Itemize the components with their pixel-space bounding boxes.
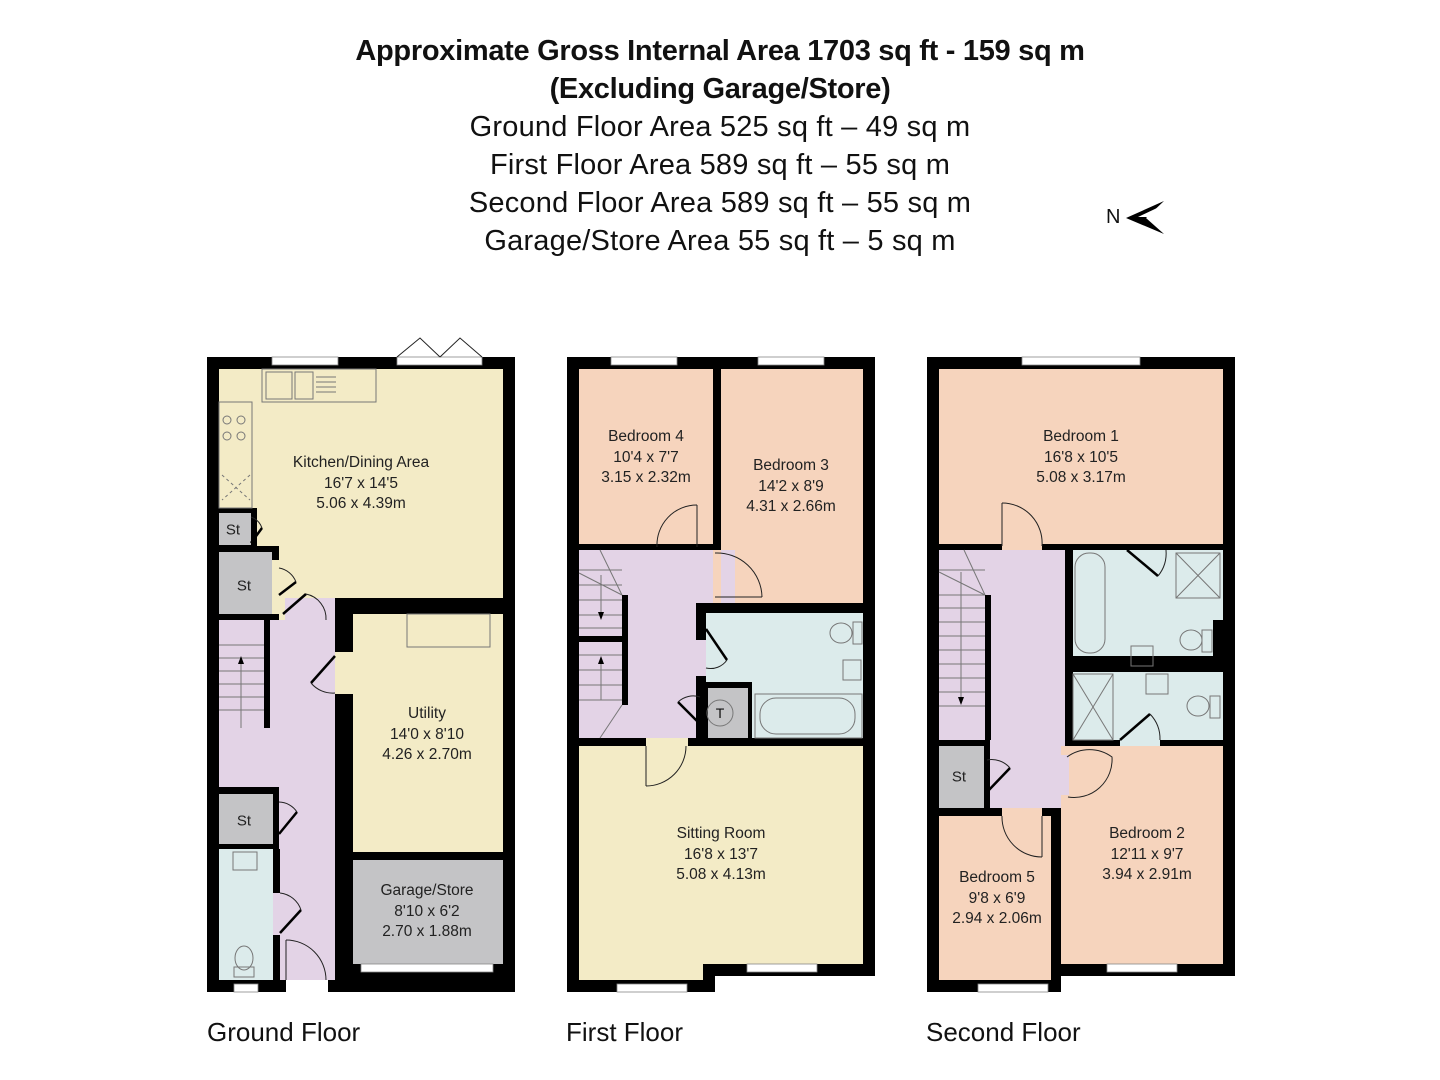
- ground-floor-plan: [207, 337, 515, 993]
- room-name: Bedroom 5: [959, 869, 1035, 886]
- room-imperial: 9'8 x 6'9: [968, 889, 1026, 907]
- gross-area-subtitle: (Excluding Garage/Store): [549, 73, 891, 105]
- first-floor-plan: [567, 356, 875, 993]
- room-metric: 3.94 x 2.91m: [1102, 866, 1192, 883]
- room-name: Bedroom 4: [608, 428, 684, 445]
- store-label: St: [236, 812, 252, 830]
- room-bedroom-3: Bedroom 3 14'2 x 8'9 4.31 x 2.66m: [746, 456, 836, 518]
- room-imperial: 14'2 x 8'9: [758, 477, 824, 495]
- room-bedroom-5: Bedroom 5 9'8 x 6'9 2.94 x 2.06m: [952, 868, 1042, 930]
- room-utility: Utility 14'0 x 8'10 4.26 x 2.70m: [382, 704, 472, 766]
- room-metric: 2.94 x 2.06m: [952, 910, 1042, 927]
- room-name: Garage/Store: [380, 882, 474, 899]
- room-metric: 4.26 x 2.70m: [382, 746, 472, 763]
- room-name: Sitting Room: [676, 825, 766, 842]
- room-garage-store: Garage/Store 8'10 x 6'2 2.70 x 1.88m: [380, 881, 473, 943]
- garage-store-area: Garage/Store Area 55 sq ft – 5 sq m: [484, 225, 956, 257]
- gross-area-title: Approximate Gross Internal Area 1703 sq …: [355, 35, 1085, 67]
- room-metric: 5.08 x 3.17m: [1036, 469, 1126, 486]
- store-label: St: [236, 577, 252, 595]
- room-sitting-room: Sitting Room 16'8 x 13'7 5.08 x 4.13m: [676, 824, 766, 886]
- second-floor-plan: [927, 356, 1235, 993]
- room-bedroom-4: Bedroom 4 10'4 x 7'7 3.15 x 2.32m: [601, 427, 691, 489]
- room-metric: 2.70 x 1.88m: [382, 923, 472, 940]
- floor-label-second: Second Floor: [926, 1017, 1081, 1047]
- room-imperial: 8'10 x 6'2: [394, 902, 460, 920]
- room-name: Bedroom 2: [1109, 825, 1185, 842]
- room-metric: 4.31 x 2.66m: [746, 498, 836, 515]
- floor-label-first: First Floor: [566, 1017, 683, 1047]
- first-floor-area: First Floor Area 589 sq ft – 55 sq m: [489, 149, 951, 181]
- north-arrow-icon: [1126, 201, 1164, 234]
- room-name: Bedroom 1: [1043, 428, 1119, 445]
- room-bedroom-2: Bedroom 2 12'11 x 9'7 3.94 x 2.91m: [1102, 824, 1192, 886]
- store-label: St: [951, 768, 967, 786]
- room-imperial: 16'8 x 13'7: [683, 845, 759, 863]
- floorplan-header: Approximate Gross Internal Area 1703 sq …: [0, 32, 1440, 260]
- room-name: Utility: [408, 705, 446, 722]
- floor-label-ground: Ground Floor: [207, 1017, 361, 1047]
- room-imperial: 14'0 x 8'10: [389, 725, 465, 743]
- tank-label: T: [715, 705, 725, 721]
- store-label: St: [225, 521, 241, 539]
- room-imperial: 16'8 x 10'5: [1043, 448, 1119, 466]
- room-metric: 5.08 x 4.13m: [676, 866, 766, 883]
- room-kitchen-dining: Kitchen/Dining Area 16'7 x 14'5 5.06 x 4…: [293, 453, 429, 515]
- ground-floor-area: Ground Floor Area 525 sq ft – 49 sq m: [469, 111, 971, 143]
- room-metric: 5.06 x 4.39m: [316, 495, 406, 512]
- room-imperial: 10'4 x 7'7: [613, 448, 679, 466]
- room-bedroom-1: Bedroom 1 16'8 x 10'5 5.08 x 3.17m: [1036, 427, 1126, 489]
- room-imperial: 12'11 x 9'7: [1110, 845, 1184, 863]
- room-name: Bedroom 3: [753, 457, 829, 474]
- room-metric: 3.15 x 2.32m: [601, 469, 691, 486]
- compass: N: [1106, 198, 1170, 238]
- room-imperial: 16'7 x 14'5: [323, 474, 399, 492]
- room-name: Kitchen/Dining Area: [292, 454, 430, 471]
- second-floor-area: Second Floor Area 589 sq ft – 55 sq m: [468, 187, 972, 219]
- north-label: N: [1106, 206, 1121, 228]
